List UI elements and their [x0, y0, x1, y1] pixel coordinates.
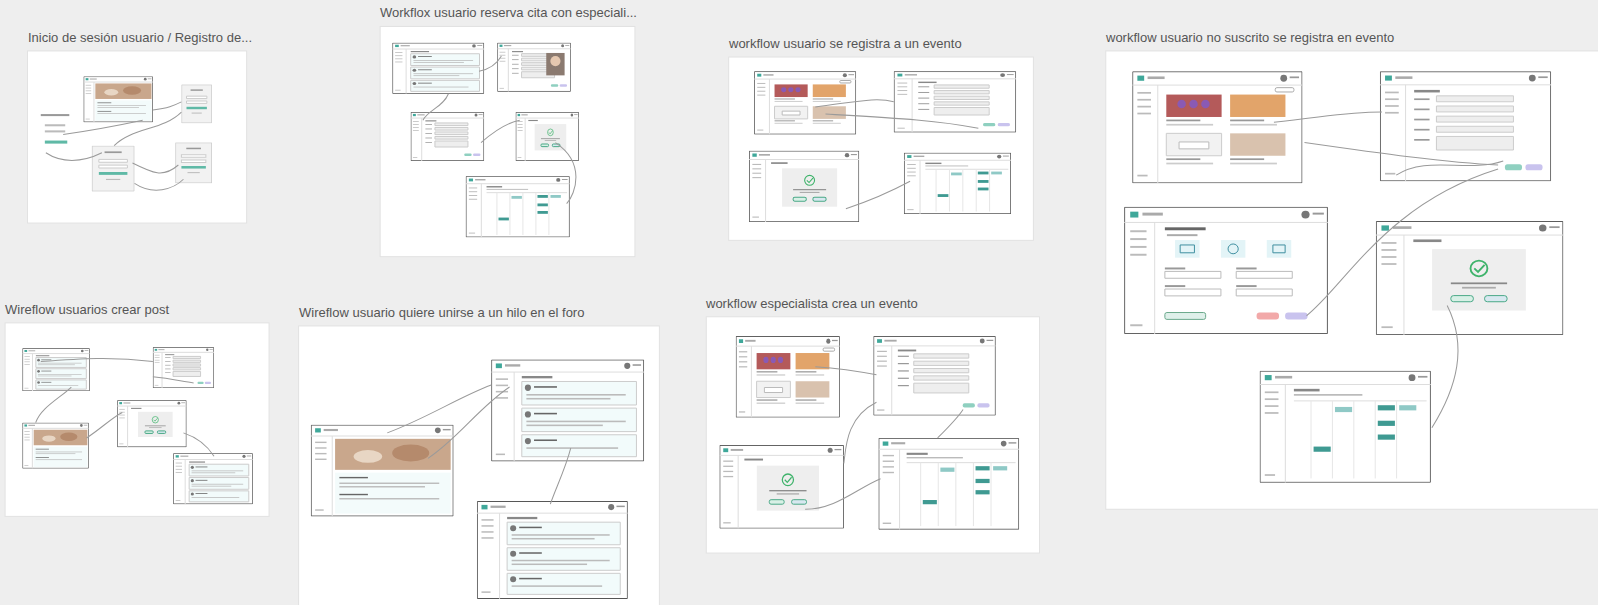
wireflow-frame: Workflox usuario reserva cita con especi…: [380, 26, 635, 256]
frame-title: Wireflow usuarios crear post: [5, 302, 169, 318]
frame-title: Inicio de sesión usuario / Registro de..…: [28, 30, 252, 46]
wireflow-frame: Inicio de sesión usuario / Registro de..…: [28, 51, 247, 223]
wireflow-frame: workflow especialista crea un evento: [706, 317, 1039, 553]
frame-title: workflow usuario no suscrito se registra…: [1106, 30, 1394, 46]
frame-title: workflow usuario se registra a un evento: [729, 36, 962, 52]
wireflow-frame: Wireflow usuario quiere unirse a un hilo…: [299, 326, 660, 605]
wireflow-frame: Wireflow usuarios crear post: [5, 323, 269, 517]
wireflow-frame: workflow usuario se registra a un evento: [729, 57, 1034, 240]
frame-title: Workflox usuario reserva cita con especi…: [380, 5, 637, 21]
wireflow-frame: workflow usuario no suscrito se registra…: [1106, 51, 1598, 509]
frame-title: workflow especialista crea un evento: [706, 296, 918, 312]
frame-title: Wireflow usuario quiere unirse a un hilo…: [299, 305, 584, 321]
